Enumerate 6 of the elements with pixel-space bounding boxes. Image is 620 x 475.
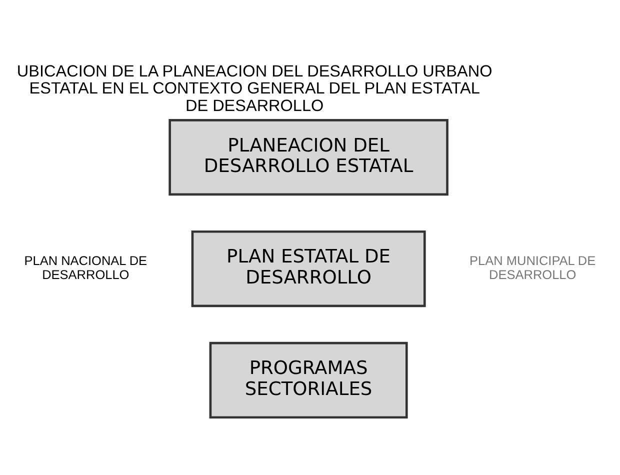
diagram-title: UBICACION DE LA PLANEACION DEL DESARROLLO URBANO ESTATAL EN EL CONTEXTO GENERAL DEL PLAN ESTATAL DE DESARROLLO <box>16 62 492 115</box>
node-text: PLAN MUNICIPAL DE DESARROLLO <box>470 252 596 282</box>
node-box: PLAN ESTATAL DE DESARROLLO <box>191 230 426 307</box>
node-box: PLANEACION DEL DESARROLLO ESTATAL <box>168 118 448 196</box>
node-box: PROGRAMAS SECTORIALES <box>209 341 408 418</box>
node-text: PLAN NACIONAL DE DESARROLLO <box>24 252 148 282</box>
